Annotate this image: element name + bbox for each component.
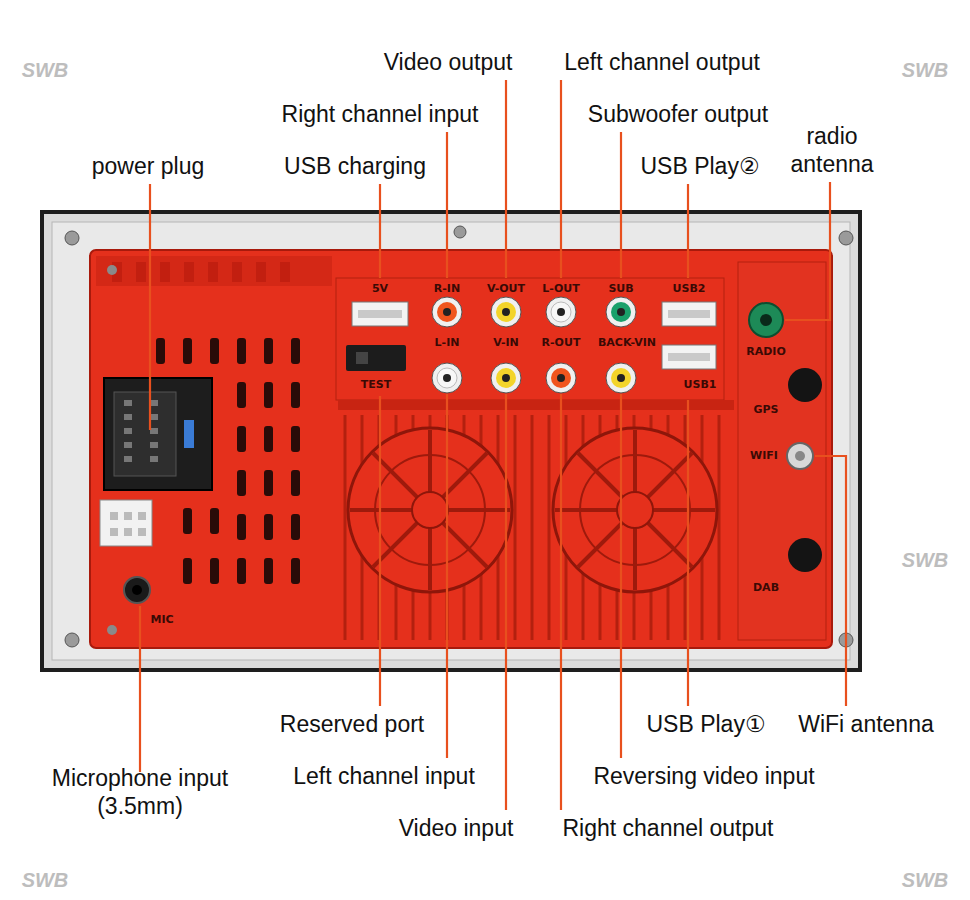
- watermark: SWB: [22, 868, 69, 892]
- port-marking: BACK-VIN: [598, 336, 656, 349]
- port-marking: R-OUT: [542, 336, 581, 349]
- callout-label: Right channel input: [282, 100, 479, 128]
- port-marking: R-IN: [434, 282, 460, 295]
- callout-label: USB Play①: [646, 710, 765, 738]
- callout-label: power plug: [92, 152, 205, 180]
- port-marking: RADIO: [746, 345, 786, 358]
- port-marking: WIFI: [750, 449, 778, 462]
- callout-label: Video output: [384, 48, 513, 76]
- watermark: SWB: [902, 58, 949, 82]
- port-marking: 5V: [372, 282, 388, 295]
- callout-label: Right channel output: [563, 814, 774, 842]
- callout-label: USB charging: [284, 152, 426, 180]
- port-marking: MIC: [150, 613, 173, 626]
- callout-label: Reversing video input: [593, 762, 814, 790]
- port-marking: TEST: [361, 378, 391, 391]
- port-marking: USB2: [673, 282, 706, 295]
- port-marking: V-IN: [493, 336, 519, 349]
- port-marking: L-IN: [435, 336, 460, 349]
- port-marking: SUB: [608, 282, 633, 295]
- callout-label: Subwoofer output: [588, 100, 768, 128]
- port-marking: GPS: [753, 403, 778, 416]
- callout-label: Microphone input (3.5mm): [33, 764, 248, 820]
- watermark: SWB: [902, 868, 949, 892]
- callout-label: Reserved port: [280, 710, 424, 738]
- callout-label: Left channel output: [564, 48, 760, 76]
- callout-label: radio antenna: [772, 122, 892, 178]
- watermark: SWB: [902, 548, 949, 572]
- port-marking: L-OUT: [542, 282, 579, 295]
- port-marking: USB1: [684, 378, 717, 391]
- leader-lines: [140, 80, 846, 810]
- watermark: SWB: [22, 58, 69, 82]
- callout-label: Video input: [399, 814, 514, 842]
- callout-label: USB Play②: [640, 152, 759, 180]
- port-marking: DAB: [753, 581, 779, 594]
- port-marking: V-OUT: [487, 282, 525, 295]
- callout-label: Left channel input: [293, 762, 475, 790]
- callout-label: WiFi antenna: [798, 710, 934, 738]
